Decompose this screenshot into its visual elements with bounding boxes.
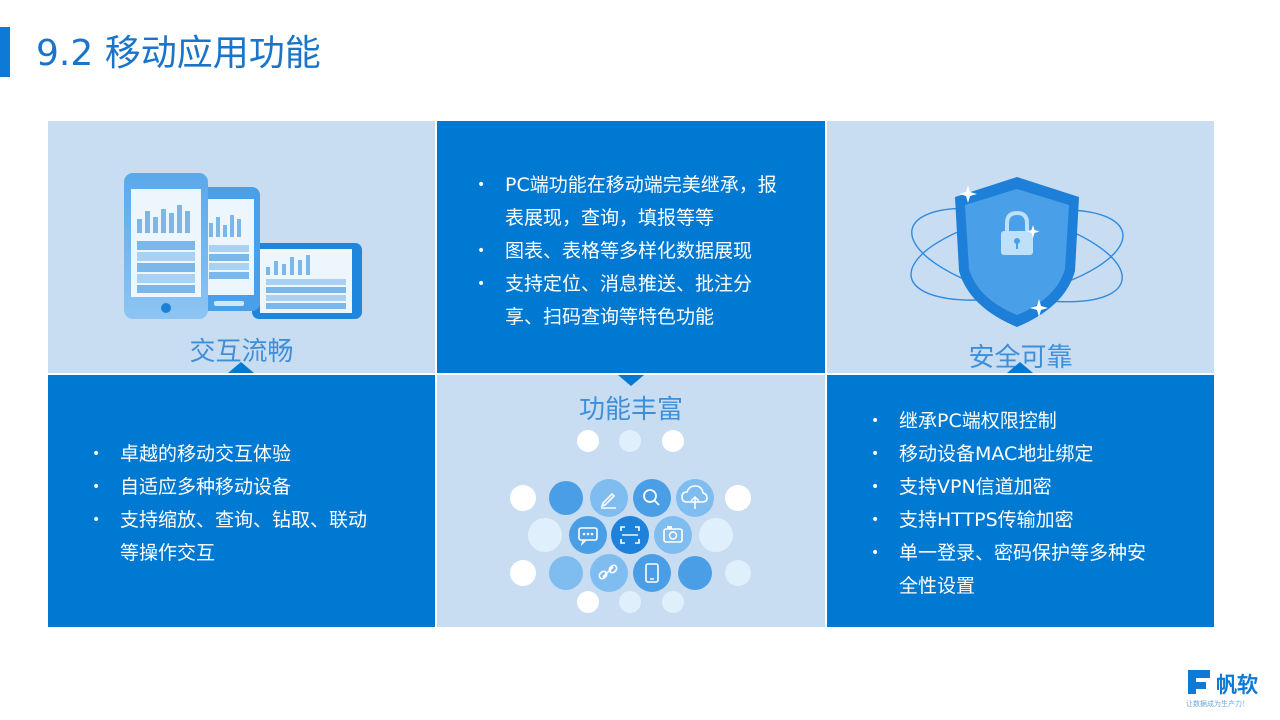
pointer-arrow-up [1007,362,1033,373]
shield-lock-icon [910,177,1124,327]
security-illustration-cell: 安全可靠 [827,121,1214,373]
title-accent-bar [0,27,10,77]
list-item: 继承PC端权限控制 [871,405,1161,438]
logo-tagline: 让数据成为生产力！ [1186,700,1249,708]
security-text-cell: 继承PC端权限控制 移动设备MAC地址绑定 支持VPN信道加密 支持HTTPS传… [827,375,1214,627]
mobile-devices-illustration [124,173,362,319]
camera-icon [654,516,692,554]
features-illustration-cell: 功能丰富 [437,375,825,627]
list-item: PC端功能在移动端完美继承，报表展现，查询，填报等等 [477,169,777,235]
search-icon [633,479,671,517]
pencil-icon [590,479,628,517]
pointer-arrow-down [618,375,644,386]
scan-icon [611,516,649,554]
list-item: 支持缩放、查询、钻取、联动等操作交互 [92,504,372,570]
feature-icons-cluster [510,430,751,613]
security-bullet-list: 继承PC端权限控制 移动设备MAC地址绑定 支持VPN信道加密 支持HTTPS传… [871,405,1161,603]
cloud-upload-icon [676,479,714,517]
feature-grid: 交互流畅 PC端功能在移动端完美继承，报表展现，查询，填报等等 图表、表格等多样… [48,121,1214,627]
list-item: 移动设备MAC地址绑定 [871,438,1161,471]
features-text-cell: PC端功能在移动端完美继承，报表展现，查询，填报等等 图表、表格等多样化数据展现… [437,121,825,373]
interaction-text-cell: 卓越的移动交互体验 自适应多种移动设备 支持缩放、查询、钻取、联动等操作交互 [48,375,435,627]
list-item: 卓越的移动交互体验 [92,438,372,471]
chat-icon [569,516,607,554]
list-item: 单一登录、密码保护等多种安全性设置 [871,537,1161,603]
list-item: 支持VPN信道加密 [871,471,1161,504]
page-title: 9.2 移动应用功能 [36,33,321,74]
list-item: 支持HTTPS传输加密 [871,504,1161,537]
phone-icon [633,554,671,592]
list-item: 支持定位、消息推送、批注分享、扫码查询等特色功能 [477,268,777,334]
features-bullet-list: PC端功能在移动端完美继承，报表展现，查询，填报等等 图表、表格等多样化数据展现… [477,169,777,334]
interaction-illustration-cell: 交互流畅 [48,121,435,373]
logo-mark-icon [1188,670,1210,694]
logo-name: 帆软 [1216,673,1258,697]
features-label: 功能丰富 [578,395,683,425]
list-item: 图表、表格等多样化数据展现 [477,235,777,268]
list-item: 自适应多种移动设备 [92,471,372,504]
company-logo: 帆软 让数据成为生产力！ [1186,668,1266,710]
interaction-bullet-list: 卓越的移动交互体验 自适应多种移动设备 支持缩放、查询、钻取、联动等操作交互 [92,438,372,570]
pointer-arrow-up [228,362,254,373]
link-icon [590,554,628,592]
